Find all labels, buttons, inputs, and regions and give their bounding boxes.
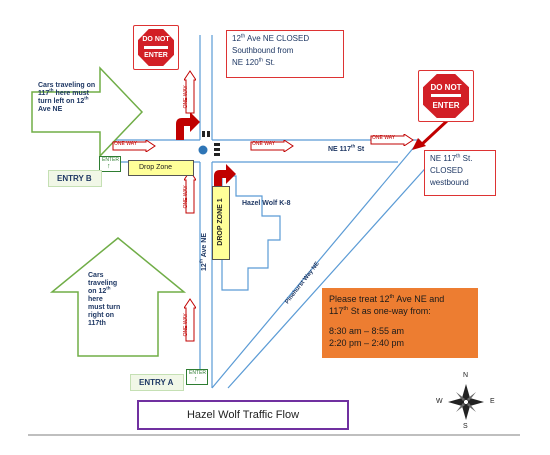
closed-12th-l3b: St. — [263, 58, 276, 68]
closed-12th-callout: 12th Ave NE CLOSED Southbound from NE 12… — [226, 30, 344, 78]
red-pointer-arrowhead — [412, 138, 426, 150]
one-way-sign-117-mid — [250, 140, 294, 152]
one-way-sign-117-right — [370, 134, 414, 146]
left-turn-sup3: th — [84, 95, 89, 101]
street-label-ne-117th: NE 117th St — [328, 143, 365, 154]
notice-l1a: Please treat 12 — [329, 294, 390, 304]
title-box: Hazel Wolf Traffic Flow — [137, 400, 349, 430]
notice-time-2: 2:20 pm – 2:40 pm — [329, 338, 405, 349]
left-turn-text-l2b: here must — [53, 90, 89, 98]
right-turn-text-l4: here — [88, 296, 103, 304]
right-turn-text-l2: traveling — [88, 280, 118, 288]
closed-12th-l3a: NE 120 — [232, 58, 259, 68]
enter-sign-b: ENTER ↑ — [99, 156, 121, 172]
one-way-label-117-right: ONE WAY — [372, 135, 396, 141]
closed-12th-l1a: 12 — [232, 34, 241, 43]
closed-12th-l1b: Ave NE CLOSED — [245, 34, 310, 43]
road-pinehurst — [211, 139, 441, 389]
drop-zone-1 — [212, 186, 230, 260]
street-12-a: 12 — [200, 263, 208, 272]
closed-12th-l2: Southbound from — [232, 46, 294, 56]
drop-zone: Drop Zone — [128, 160, 194, 176]
one-way-notice: Please treat 12th Ave NE and 117th St as… — [322, 288, 478, 358]
dne-top-line1: DO NOT — [142, 36, 170, 43]
right-turn-text-l1: Cars — [88, 272, 104, 279]
enter-sign-b-label: ENTER — [102, 157, 119, 163]
right-turn-text: Cars traveling on 12th here must turn ri… — [88, 272, 148, 328]
closed-117-l1a: NE 117 — [430, 154, 457, 163]
street-117-sup: th — [350, 143, 356, 149]
entry-a-label: ENTRY A — [139, 378, 174, 387]
compass-w: W — [436, 398, 443, 405]
left-turn-sup2: th — [49, 87, 54, 93]
stop-bars — [202, 131, 220, 156]
right-turn-arrow — [49, 237, 187, 357]
red-right-turn-arrow — [214, 164, 236, 190]
enter-sign-a-arrow-icon: ↑ — [194, 376, 198, 383]
map-title: Hazel Wolf Traffic Flow — [186, 409, 300, 421]
compass-s: S — [463, 423, 468, 430]
one-way-sign-117-left — [112, 140, 156, 152]
compass-rose — [448, 384, 484, 420]
road-12th-ave — [199, 35, 213, 388]
do-not-enter-sign-top: DO NOT ENTER — [133, 25, 179, 70]
notice-l2a: 117 — [329, 306, 344, 317]
one-way-label-117-left: ONE WAY — [114, 141, 138, 147]
red-pointer-arrow — [418, 118, 450, 148]
drop-zone-1-label: DROP ZONE 1 — [216, 198, 224, 246]
closed-117-l2: CLOSED — [430, 166, 463, 176]
entry-b-label-box: ENTRY B — [48, 170, 102, 187]
one-way-label-117-mid: ONE WAY — [252, 141, 276, 147]
street-12-sup: th — [198, 258, 204, 264]
right-turn-text-l3a: on 12 — [88, 288, 107, 296]
one-way-label-12th-top: ONE WAY — [183, 85, 190, 109]
dne-top-line2: ENTER — [144, 52, 168, 59]
street-12-b: Ave NE — [200, 233, 208, 259]
entry-a-label-box: ENTRY A — [130, 374, 184, 391]
drop-zone-label: Drop Zone — [139, 164, 173, 171]
compass-e: E — [490, 398, 495, 405]
notice-l2b: St as one-way from: — [348, 306, 431, 317]
street-label-12th-ave: 12th Ave NE — [198, 227, 209, 277]
closed-117-l3: westbound — [430, 178, 469, 188]
left-turn-text: Cars traveling on 117th here must turn l… — [38, 82, 102, 114]
entry-b-label: ENTRY B — [57, 174, 92, 183]
notice-time-1: 8:30 am – 8:55 am — [329, 325, 405, 336]
do-not-enter-sign-right: DO NOT ENTER — [418, 70, 474, 122]
closed-117-callout: NE 117th St. CLOSED westbound — [424, 150, 496, 196]
notice-l1b: Ave NE and — [394, 294, 445, 304]
closed-12th-sup1: th — [240, 33, 246, 40]
left-turn-arrow — [31, 66, 144, 158]
closed-117-l1b: St. — [460, 154, 473, 163]
closed-117-sup1: th — [456, 153, 461, 160]
dne-right-line1: DO NOT — [430, 83, 462, 92]
school-label: Hazel Wolf K-8 — [242, 200, 291, 207]
left-turn-text-l3a: turn left on 12 — [38, 98, 85, 106]
enter-sign-b-arrow-icon: ↑ — [107, 163, 111, 170]
street-117-a: NE 117 — [328, 146, 351, 153]
one-way-sign-12th-top — [184, 70, 196, 114]
right-turn-text-l5: must turn — [88, 304, 121, 312]
left-turn-text-l4: Ave NE — [38, 106, 63, 114]
notice-sup1: th — [389, 294, 395, 300]
one-way-sign-12th-bottom — [184, 298, 196, 342]
right-turn-text-l6: right on — [88, 312, 115, 320]
intersection-marker — [198, 145, 208, 155]
one-way-label-12th-mid: ONE WAY — [183, 185, 190, 209]
left-turn-text-l1: Cars traveling on — [38, 82, 96, 89]
right-turn-text-l7: 117th — [88, 320, 106, 328]
street-117-b: St — [355, 146, 365, 153]
school-outline — [221, 175, 281, 291]
closed-12th-sup3: th — [258, 57, 264, 64]
left-turn-text-l2a: 117 — [38, 90, 50, 98]
one-way-label-12th-bottom: ONE WAY — [183, 313, 190, 337]
notice-sup2: th — [343, 306, 349, 313]
enter-sign-a: ENTER ↑ — [186, 369, 208, 385]
enter-sign-a-label: ENTER — [189, 370, 206, 376]
red-left-turn-arrow — [176, 112, 200, 140]
dne-right-line2: ENTER — [432, 101, 460, 110]
right-turn-sup3: th — [106, 285, 111, 291]
compass-n: N — [463, 372, 469, 379]
